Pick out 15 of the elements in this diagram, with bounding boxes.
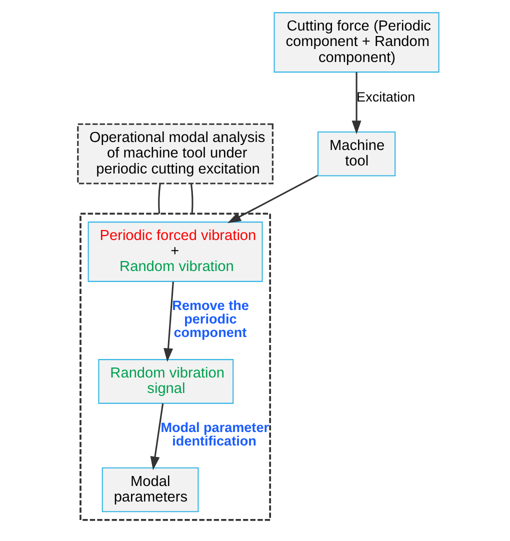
arrow: [351, 72, 361, 134]
edge-label: Excitation: [356, 90, 415, 105]
connector: [190, 184, 193, 214]
node-box: Periodic forced vibration + Random vibration: [87, 222, 262, 282]
node-box: Modal parameters: [101, 467, 198, 512]
node-box: Random vibration signal: [98, 359, 234, 404]
edge-label: Modal parameter identification: [160, 420, 269, 448]
arrow: [163, 282, 174, 362]
node-box: Cutting force (Periodic component + Random component): [273, 12, 439, 73]
arrow: [150, 403, 164, 470]
edge-label: Remove the periodic component: [172, 298, 248, 340]
node-box: Machine tool: [316, 131, 396, 176]
node-box: Operational modal analysis of machine tool under periodic cutting excitation: [76, 123, 273, 184]
arrow: [227, 174, 318, 224]
connector: [158, 184, 160, 214]
